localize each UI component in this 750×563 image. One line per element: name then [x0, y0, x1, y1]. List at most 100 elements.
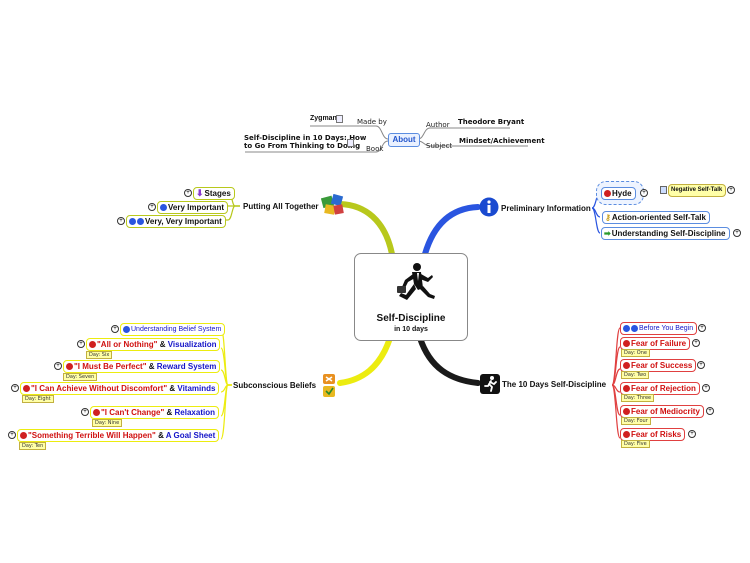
author-label: Author: [426, 121, 450, 129]
expand-icon[interactable]: +: [81, 408, 89, 416]
fear-of-failure-node[interactable]: Fear of Failure: [620, 337, 691, 350]
belief-must-be-perfect-node[interactable]: "I Must Be Perfect" & Reward System: [63, 360, 221, 373]
preliminary-information-topic[interactable]: Preliminary Information: [501, 204, 591, 213]
hyde-node[interactable]: Hyde: [601, 187, 636, 200]
belief-must-be-perfect-label: "I Must Be Perfect": [74, 362, 147, 371]
made-by-label: Made by: [357, 118, 387, 126]
fear-of-risks-node[interactable]: Fear of Risks: [620, 428, 686, 441]
expand-icon[interactable]: +: [77, 340, 85, 348]
day-tag: Day: Six: [86, 351, 113, 359]
central-title: Self-Discipline: [376, 313, 446, 324]
ampersand: &: [159, 340, 166, 349]
understanding-self-discipline-label: Understanding Self-Discipline: [611, 229, 726, 238]
running-man-icon: [480, 374, 500, 394]
negative-self-talk-label: Negative Self-Talk: [671, 187, 723, 193]
belief-visualization-label: Visualization: [167, 340, 217, 349]
priority-1-icon: [137, 218, 144, 226]
priority-red-icon: [623, 340, 630, 348]
day-tag: Day: Three: [621, 394, 655, 402]
ten-days-topic[interactable]: The 10 Days Self-Discipline: [502, 380, 607, 389]
fear-of-success-label: Fear of Success: [631, 361, 693, 370]
belief-something-terrible-node[interactable]: "Something Terrible Will Happen" & A Goa…: [17, 429, 220, 442]
priority-red-icon: [20, 432, 27, 440]
book-title-line2: to Go From Thinking to Doing: [244, 142, 361, 150]
expand-icon[interactable]: +: [8, 431, 16, 439]
central-topic[interactable]: Self-Discipline in 10 days: [354, 253, 468, 341]
day-tag: Day: Ten: [19, 442, 47, 450]
ampersand: &: [148, 362, 155, 371]
understanding-belief-system-label: Understanding Belief System: [131, 326, 222, 333]
very-very-important-label: Very, Very Important: [145, 217, 222, 226]
belief-goal-sheet-label: A Goal Sheet: [165, 431, 216, 440]
priority-red-icon: [89, 341, 96, 349]
ampersand: &: [158, 431, 164, 440]
ampersand: &: [169, 384, 176, 393]
fear-of-risks-label: Fear of Risks: [631, 430, 682, 439]
expand-icon[interactable]: +: [733, 229, 741, 237]
day-tag: Day: Seven: [63, 373, 98, 381]
negative-self-talk-node[interactable]: Negative Self-Talk: [668, 184, 727, 197]
fear-of-rejection-node[interactable]: Fear of Rejection: [620, 382, 700, 395]
priority-red-icon: [623, 385, 630, 393]
expand-icon[interactable]: +: [184, 189, 192, 197]
priority-1-icon: [631, 324, 638, 332]
before-you-begin-node[interactable]: Before You Begin: [620, 322, 698, 335]
understanding-self-discipline-node[interactable]: ➡Understanding Self-Discipline: [601, 227, 730, 240]
belief-something-terrible-label: "Something Terrible Will Happen": [28, 431, 156, 440]
tendays-connectors: [611, 327, 621, 439]
belief-all-or-nothing-label: "All or Nothing": [97, 340, 158, 349]
about-label: About: [392, 135, 416, 144]
expand-icon[interactable]: +: [11, 384, 19, 392]
priority-red-icon: [23, 385, 30, 393]
expand-icon[interactable]: +: [727, 186, 735, 194]
belief-vitaminds-label: Vitaminds: [177, 384, 216, 393]
priority-1-icon: [129, 218, 136, 226]
hyde-label: Hyde: [612, 189, 632, 198]
action-oriented-node[interactable]: ⚷Action-oriented Self-Talk: [602, 211, 710, 224]
very-important-node[interactable]: Very Important: [157, 201, 229, 214]
expand-icon[interactable]: +: [117, 217, 125, 225]
very-very-important-node[interactable]: Very, Very Important: [126, 215, 226, 228]
belief-cant-change-node[interactable]: "I Can't Change" & Relaxation: [90, 406, 219, 419]
subconscious-beliefs-topic[interactable]: Subconscious Beliefs: [233, 381, 317, 390]
belief-all-or-nothing-node[interactable]: "All or Nothing" & Visualization: [86, 338, 221, 351]
expand-icon[interactable]: +: [702, 384, 710, 392]
day-tag: Day: One: [621, 349, 650, 357]
putting-all-together-topic[interactable]: Putting All Together: [243, 202, 319, 211]
expand-icon[interactable]: +: [111, 325, 119, 333]
stages-label: Stages: [204, 189, 231, 198]
subject-value: Mindset/Achievement: [459, 137, 545, 145]
understanding-belief-system-node[interactable]: Understanding Belief System: [120, 323, 226, 336]
priority-red-icon: [604, 190, 611, 198]
expand-icon[interactable]: +: [148, 203, 156, 211]
priority-red-icon: [623, 408, 630, 416]
book-label: Book: [366, 145, 384, 153]
belief-relaxation-label: Relaxation: [174, 408, 215, 417]
fear-of-mediocrity-node[interactable]: Fear of Mediocrity: [620, 405, 704, 418]
expand-icon[interactable]: +: [698, 324, 706, 332]
belief-achieve-without-discomfort-node[interactable]: "I Can Achieve Without Discomfort" & Vit…: [20, 382, 220, 395]
expand-icon[interactable]: +: [706, 407, 714, 415]
belief-achieve-without-discomfort-label: "I Can Achieve Without Discomfort": [31, 384, 168, 393]
fear-of-success-node[interactable]: Fear of Success: [620, 359, 697, 372]
expand-icon[interactable]: +: [692, 339, 700, 347]
about-node[interactable]: About: [388, 133, 420, 147]
belief-reward-system-label: Reward System: [156, 362, 217, 371]
stages-node[interactable]: ⬇Stages: [193, 187, 235, 200]
expand-icon[interactable]: +: [54, 362, 62, 370]
belief-cant-change-label: "I Can't Change": [101, 408, 165, 417]
branch-preliminary: [422, 204, 481, 257]
priority-1-icon: [160, 204, 167, 212]
made-by-value: Zygman: [310, 115, 337, 122]
info-icon: [479, 197, 499, 217]
very-important-label: Very Important: [168, 203, 225, 212]
priority-red-icon: [623, 431, 630, 439]
expand-icon[interactable]: +: [640, 189, 648, 197]
priority-red-icon: [66, 363, 73, 371]
arrow-down-icon: ⬇: [196, 188, 204, 199]
fear-of-mediocrity-label: Fear of Mediocrity: [631, 407, 700, 416]
day-tag: Day: Nine: [92, 419, 123, 427]
expand-icon[interactable]: +: [697, 361, 705, 369]
expand-icon[interactable]: +: [688, 430, 696, 438]
